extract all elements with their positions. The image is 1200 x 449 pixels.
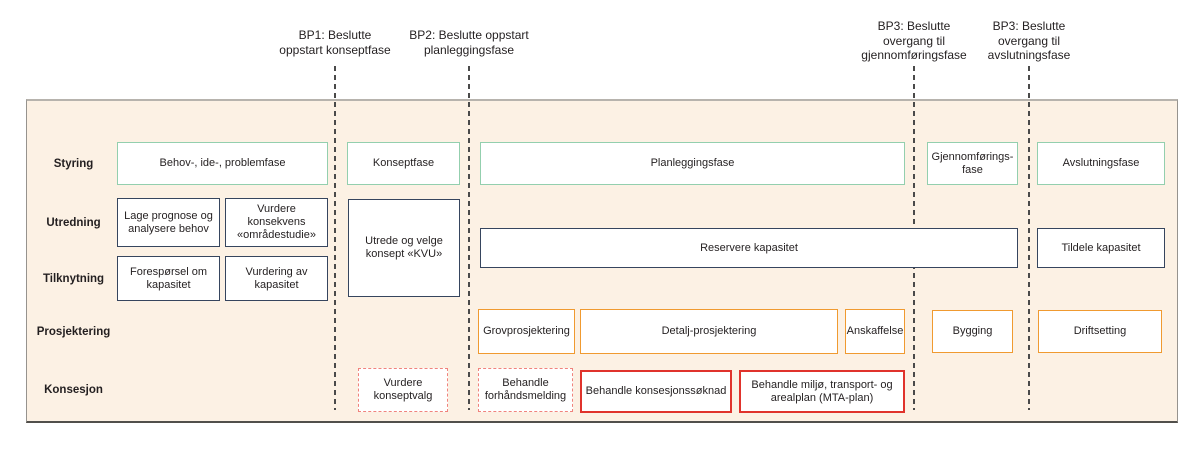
task-box-driftsetting: Driftsetting [1038, 310, 1162, 353]
phase-box-planleggingsfase: Planleggingsfase [480, 142, 905, 185]
task-box-grovprosjektering: Grovprosjektering [478, 309, 575, 354]
task-box-utrede-velge-konsept-kvu: Utrede og velge konsept «KVU» [348, 199, 460, 297]
task-box-behandle-konsesjonssoknad: Behandle konsesjonssøknad [580, 370, 732, 413]
phase-box-avslutningsfase: Avslutningsfase [1037, 142, 1165, 185]
phase-box-gjennomforingsfase: Gjennomførings- fase [927, 142, 1018, 185]
bp2-label: BP2: Beslutte oppstart planleggingsfase [409, 28, 529, 57]
bp3-avslutning-milestone-dashed-line [1028, 66, 1030, 410]
task-box-anskaffelse: Anskaffelse [845, 309, 905, 354]
bp3-avslutning-label: BP3: Beslutte overgang til avslutningsfa… [987, 19, 1071, 62]
task-box-behandle-forhandsmelding: Behandle forhåndsmelding [478, 368, 573, 412]
task-box-behandle-mta-plan: Behandle miljø, transport- og arealplan … [739, 370, 905, 413]
task-box-tildele-kapasitet: Tildele kapasitet [1037, 228, 1165, 268]
task-box-foresporsel-om-kapasitet: Forespørsel om kapasitet [117, 256, 220, 301]
phase-box-konseptfase: Konseptfase [347, 142, 460, 185]
bp3-gjennomforing-label: BP3: Beslutte overgang til gjennomføring… [861, 19, 967, 62]
task-box-lage-prognose: Lage prognose og analysere behov [117, 198, 220, 247]
row-label-tilknytning: Tilknytning [42, 272, 105, 285]
phase-box-behov-ide-problemfase: Behov-, ide-, problemfase [117, 142, 328, 185]
task-box-bygging: Bygging [932, 310, 1013, 353]
task-box-vurdere-konseptvalg: Vurdere konseptvalg [358, 368, 448, 412]
row-label-styring: Styring [53, 157, 94, 170]
task-box-vurdering-av-kapasitet: Vurdering av kapasitet [225, 256, 328, 301]
task-box-detaljprosjektering: Detalj-prosjektering [580, 309, 838, 354]
bp2-milestone-dashed-line [468, 66, 470, 410]
task-box-vurdere-konsekvens: Vurdere konsekvens «områdestudie» [225, 198, 328, 247]
task-box-reservere-kapasitet: Reservere kapasitet [480, 228, 1018, 268]
row-label-utredning: Utredning [46, 216, 101, 229]
bp1-milestone-dashed-line [334, 66, 336, 410]
row-label-konsesjon: Konsesjon [44, 384, 103, 396]
bp1-label: BP1: Beslutte oppstart konseptfase [279, 28, 391, 57]
row-label-prosjektering: Prosjektering [36, 325, 111, 338]
